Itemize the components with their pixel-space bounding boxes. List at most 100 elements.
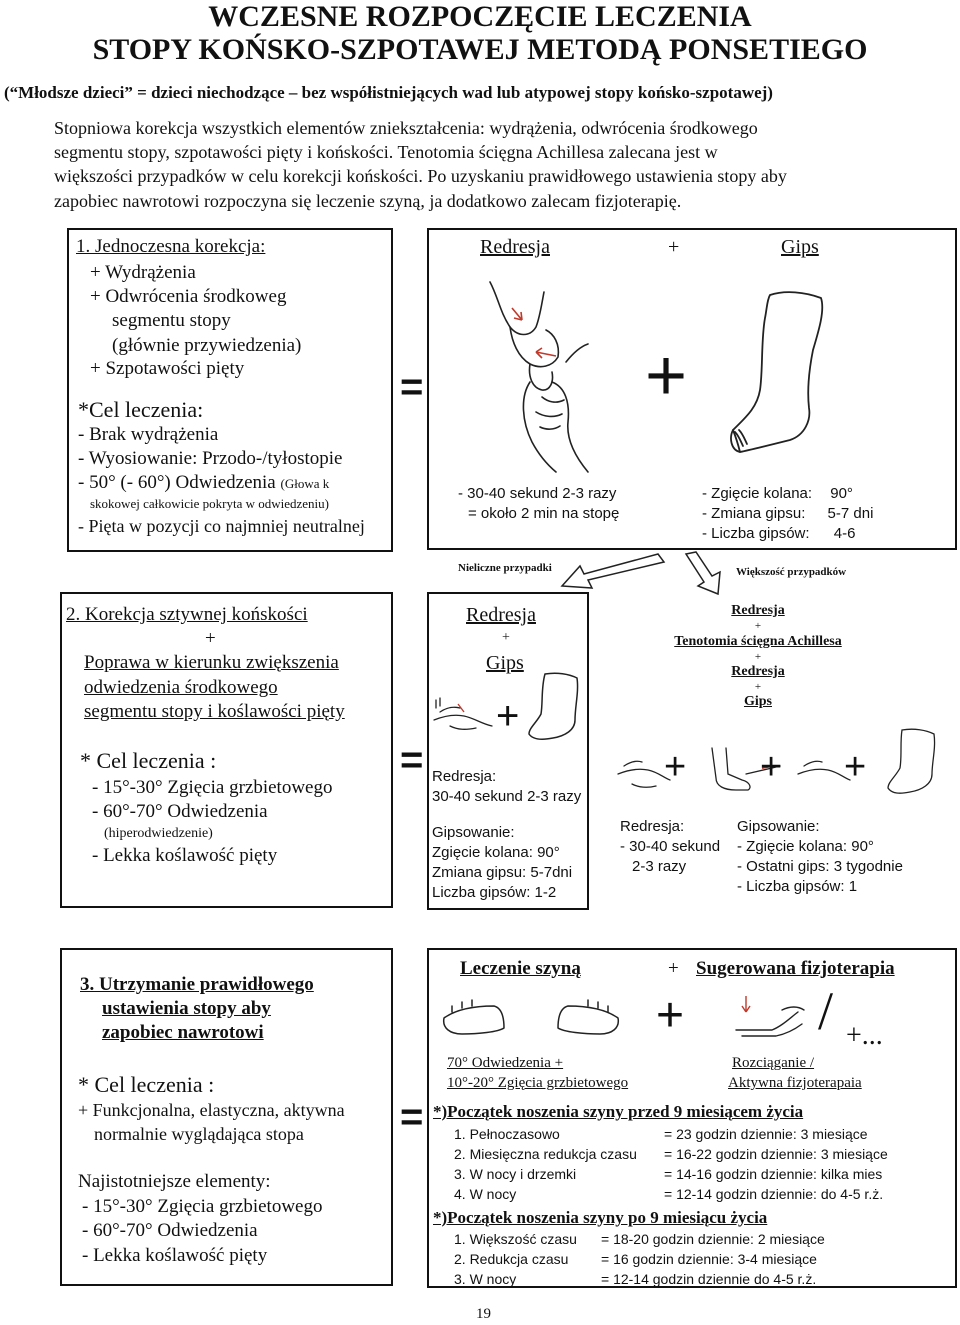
treatment1-redresja-detail-2: = około 2 min na stopę [468, 505, 619, 522]
plus-sign-2a: + [496, 696, 519, 736]
before-row-3-b: = 14-16 godzin dziennie: kilka mies [664, 1166, 882, 1182]
fizjo-line-2-text: Aktywna fizjoterapaia [728, 1075, 862, 1091]
section3-key-2: - 60°-70° Odwiedzenia [82, 1220, 258, 1242]
treatment2b-line-3: Tenotomia ścięgna Achillesa [610, 634, 906, 650]
treatment2a-gips-label: Gipsowanie: [432, 824, 515, 841]
treatment2b-redresja-line-1: - 30-40 sekund [620, 838, 720, 855]
treatment2a-gips-line-2: Zmiana gipsu: 5-7dni [432, 864, 572, 881]
intro-line-4: zapobiec nawrotowi rozpoczyna się leczen… [54, 191, 681, 212]
t2b-redresja-1: Redresja [731, 603, 784, 618]
section2-plus: + [205, 628, 216, 650]
treatment3-fizjo-label: Sugerowana fizjoterapia [696, 958, 895, 980]
treatment2b-line-7: Gips [610, 694, 906, 710]
treatment3-plus-label: + [668, 958, 679, 980]
intro-line-1: Stopniowa korekcja wszystkich elementów … [54, 118, 758, 139]
page-subtitle: (“Młodsze dzieci” = dzieci niechodzące –… [4, 83, 773, 103]
section2-goal-2: - 60°-70° Odwiedzenia [92, 801, 268, 823]
branch-arrow-right [682, 552, 742, 602]
before-row-3-a: 3. W nocy i drzemki [454, 1166, 576, 1182]
szyna-line-1-text: 70° Odwiedzenia + [447, 1055, 563, 1071]
t2a-knee-value: 90° [537, 844, 560, 861]
section1-item-2: + Odwrócenia środkoweg [90, 286, 286, 308]
t2a-change-value: 5-7dni [530, 864, 572, 881]
page-title-line2: STOPY KOŃSKO-SZPOTAWEJ METODĄ PONSETIEGO [0, 33, 960, 68]
after-row-1-b: = 18-20 godzin dziennie: 2 miesiące [601, 1231, 825, 1247]
treatment2b-line-2: + [610, 620, 906, 633]
treatment3-fizjo-line-1: Rozciąganie / [732, 1055, 814, 1072]
section3-goal-1: + Funkcjonalna, elastyczna, aktywna [78, 1100, 345, 1121]
treatment2a-redresja-value: 30-40 sekund 2-3 razy [432, 788, 581, 805]
after-row-1-a: 1. Większość czasu [454, 1231, 577, 1247]
stretching-icon [732, 990, 822, 1050]
section2-goal-1: - 15°-30° Zgięcia grzbietowego [92, 777, 332, 799]
t2a-change-label: Zmiana gipsu: [432, 864, 526, 881]
section1-heading: 1. Jednoczesna korekcja: [76, 236, 265, 258]
equals-sign-3: = [400, 1095, 423, 1140]
treatment2b-gips-line-2: - Ostatni gips: 3 tygodnie [737, 858, 903, 875]
treatment2b-line-6: + [610, 681, 906, 694]
treatment2a-redresja: Redresja [466, 604, 536, 627]
section1-goal-3: - 50° (- 60°) Odwiedzenia (Głowa k [78, 472, 329, 494]
treatment2a-gips-line-3: Liczba gipsów: 1-2 [432, 884, 556, 901]
section2-line-1: Poprawa w kierunku zwiększenia [84, 652, 339, 674]
section1-goal-2: - Wyosiowanie: Przodo-/tyłostopie [78, 448, 342, 470]
treatment3-slash: / [818, 980, 833, 1042]
t2b-knee-value: 90° [851, 838, 874, 855]
after-row-2-a: 2. Redukcja czasu [454, 1251, 568, 1267]
treatment2b-line-1: Redresja [610, 603, 906, 619]
treatment1-gips-label: Gips [781, 236, 819, 259]
treatment2a-gips-line-1: Zgięcie kolana: 90° [432, 844, 560, 861]
before-row-1-a: 1. Pełnoczasowo [454, 1126, 560, 1142]
before-row-4-b: = 12-14 godzin dziennie: do 4-5 r.ż. [664, 1186, 883, 1202]
treatment3-szyna-label: Leczenie szyną [460, 958, 581, 980]
section1-goal-heading: *Cel leczenia: [78, 397, 203, 422]
section1-goal-3-note: (Głowa k [281, 476, 330, 491]
section1-item-5: + Szpotawości pięty [90, 358, 244, 380]
treatment2b-redresja-line-2: 2-3 razy [632, 858, 686, 875]
gips-detail-2-value: 5-7 dni [828, 505, 874, 522]
treatment1-redresja-label: Redresja [480, 236, 550, 259]
section2-line-3: segmentu stopy i koślawości pięty [84, 701, 345, 723]
treatment2b-line-4: + [610, 651, 906, 664]
treatment2b-line-5: Redresja [610, 664, 906, 680]
section2-heading: 2. Korekcja sztywnej końskości [66, 604, 308, 626]
treatment3-plus-dots: +... [846, 1020, 883, 1052]
treatment3-szyna-line-1: 70° Odwiedzenia + [447, 1055, 563, 1072]
big-plus-sign-1: + [645, 340, 687, 412]
t2b-gips: Gips [744, 694, 772, 709]
section2-goal-3: - Lekka koślawość pięty [92, 845, 277, 867]
most-cases-label: Większość przypadków [736, 566, 846, 579]
treatment1-gips-detail-2: - Zmiana gipsu: 5-7 dni [702, 505, 873, 522]
big-plus-sign-3: + [656, 992, 684, 1040]
gips-detail-2-label: - Zmiana gipsu: [702, 505, 805, 522]
treatment3-szyna-line-2: 10°-20° Zgięcia grzbietowego [447, 1075, 628, 1092]
section1-item-3: segmentu stopy [112, 310, 231, 332]
section1-item-4: (głównie przywiedzenia) [112, 335, 301, 357]
treatment2b-gips-line-1: - Zgięcie kolana: 90° [737, 838, 874, 855]
brace-before-9m-heading: *)Początek noszenia szyny przed 9 miesią… [433, 1102, 803, 1122]
treatment2b-gips-line-3: - Liczba gipsów: 1 [737, 878, 857, 895]
before-row-2-a: 2. Miesięczna redukcja czasu [454, 1146, 637, 1162]
page-number: 19 [476, 1306, 491, 1323]
t2b-knee-label: - Zgięcie kolana: [737, 838, 847, 855]
t2b-redresja-2: Redresja [731, 664, 784, 679]
section3-heading-2: ustawienia stopy aby [102, 998, 271, 1020]
cast-icon-2b [888, 729, 935, 793]
treatment1-gips-detail-3: - Liczba gipsów: 4-6 [702, 525, 855, 542]
section3-goal-2: normalnie wyglądająca stopa [94, 1124, 304, 1145]
before-row-4-a: 4. W nocy [454, 1186, 516, 1202]
small-cast-icon [525, 672, 585, 742]
small-hand-foot-icon [430, 690, 500, 740]
before-row-2-b: = 16-22 godzin dziennie: 3 miesiące [664, 1146, 888, 1162]
before-row-1-b: = 23 godzin dziennie: 3 miesiące [664, 1126, 868, 1142]
t2b-tenotomy: Tenotomia ścięgna Achillesa [674, 634, 842, 649]
brace-after-9m-heading: *)Początek noszenia szyny po 9 miesiącu … [433, 1208, 767, 1228]
intro-line-2: segmentu stopy, szpotawości pięty i końs… [54, 142, 718, 163]
section1-goal-3-note2: skokowej całkowicie pokryta w odwiedzeni… [90, 497, 329, 512]
section3-heading-3: zapobiec nawrotowi [102, 1022, 264, 1044]
treatment1-gips-detail-1: - Zgięcie kolana: 90° [702, 485, 853, 502]
section2-goal-note: (hiperodwiedzenie) [104, 826, 213, 842]
equals-sign-2: = [400, 738, 423, 783]
treatment1-redresja-detail-1: - 30-40 sekund 2-3 razy [458, 485, 616, 502]
plus-2b-2: + [760, 748, 782, 786]
